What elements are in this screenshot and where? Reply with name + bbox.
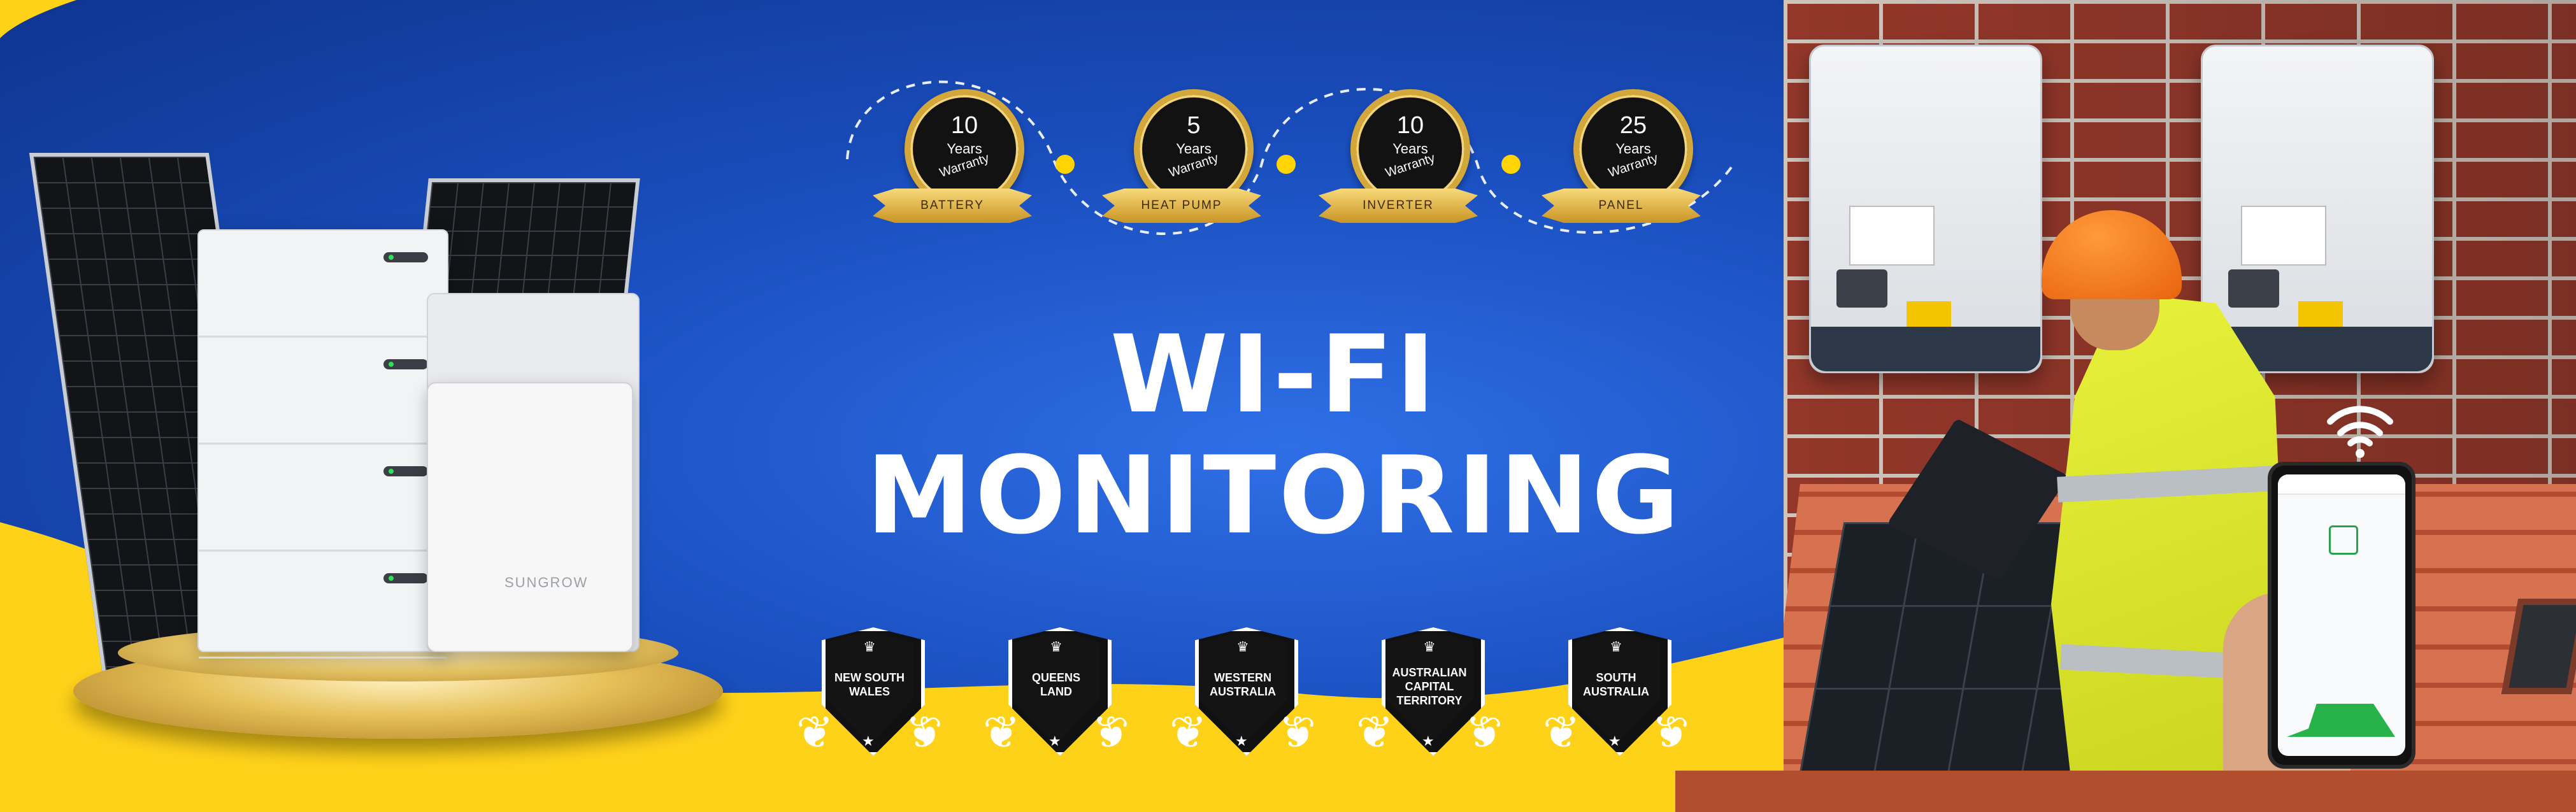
power-graph: [2287, 658, 2395, 737]
phone-screen: [2278, 474, 2405, 756]
battery-led-icon: [383, 573, 428, 583]
warranty-years: 10: [950, 112, 978, 139]
warranty-ribbon-label: PANEL: [1542, 189, 1701, 223]
wall-inverter-right: [2201, 45, 2434, 373]
laurel-icon: ❦: [1278, 708, 1316, 757]
battery-led-icon: [383, 466, 428, 476]
star-icon: ★: [1235, 733, 1248, 749]
inverter-display: [1836, 269, 1887, 308]
yellow-wave-shape: [0, 0, 1847, 812]
laurel-icon: ❦: [1543, 708, 1580, 757]
connector-dot: [1277, 155, 1296, 174]
warranty-years: 5: [1187, 112, 1201, 139]
crown-icon: ♛: [1610, 639, 1622, 655]
battery-led-icon: [383, 252, 428, 262]
laurel-icon: ❦: [796, 708, 834, 757]
smartphone-monitoring-app: [2268, 462, 2415, 769]
laurel-icon: ❦: [905, 708, 943, 757]
crown-icon: ♛: [1423, 639, 1436, 655]
warranty-years: 10: [1396, 112, 1424, 139]
connector-dot: [1055, 155, 1075, 174]
warranty-unit: Years: [947, 141, 982, 157]
badge-connector-arcs: [846, 80, 1734, 235]
battery-stack: [197, 229, 448, 659]
warranty-years: 25: [1619, 112, 1647, 139]
warranty-unit: Years: [1615, 141, 1651, 157]
laurel-icon: ❦: [1092, 708, 1129, 757]
headline-line-2: MONITORING: [866, 433, 1682, 558]
star-icon: ★: [1048, 733, 1061, 749]
warranty-unit: Years: [1176, 141, 1212, 157]
laurel-icon: ❦: [1170, 708, 1207, 757]
laurel-icon: ❦: [1652, 708, 1689, 757]
crown-icon: ♛: [1050, 639, 1063, 655]
hybrid-inverter: SUNGROW: [427, 382, 633, 652]
wall-inverter-left: [1809, 45, 2042, 373]
battery-led-icon: [383, 359, 428, 369]
star-icon: ★: [1422, 733, 1435, 749]
star-icon: ★: [1608, 733, 1621, 749]
roof-edge: [1675, 771, 2576, 812]
star-icon: ★: [862, 733, 875, 749]
headline-line-1: WI-FI: [1110, 312, 1438, 437]
home-icon: [2329, 525, 2358, 555]
laurel-icon: ❦: [1356, 708, 1394, 757]
inverter-display: [2228, 269, 2279, 308]
laurel-icon: ❦: [983, 708, 1020, 757]
warranty-badge-inverter: 10 Years Warranty INVERTER: [1319, 89, 1478, 242]
warranty-ribbon-label: BATTERY: [873, 189, 1032, 223]
crown-icon: ♛: [863, 639, 876, 655]
wifi-icon: [2325, 401, 2395, 459]
inverter-brand-logo: SUNGROW: [504, 574, 589, 590]
warranty-badge-heat-pump: 5 Years Warranty HEAT PUMP: [1102, 89, 1261, 242]
connector-dot: [1501, 155, 1521, 174]
warranty-badge-battery: 10 Years Warranty BATTERY: [873, 89, 1032, 242]
warranty-ribbon-label: HEAT PUMP: [1102, 189, 1261, 223]
crown-icon: ♛: [1236, 639, 1249, 655]
laurel-icon: ❦: [1465, 708, 1503, 757]
warranty-badge-panel: 25 Years Warranty PANEL: [1542, 89, 1701, 242]
warranty-ribbon-label: INVERTER: [1319, 189, 1478, 223]
warranty-unit: Years: [1392, 141, 1428, 157]
